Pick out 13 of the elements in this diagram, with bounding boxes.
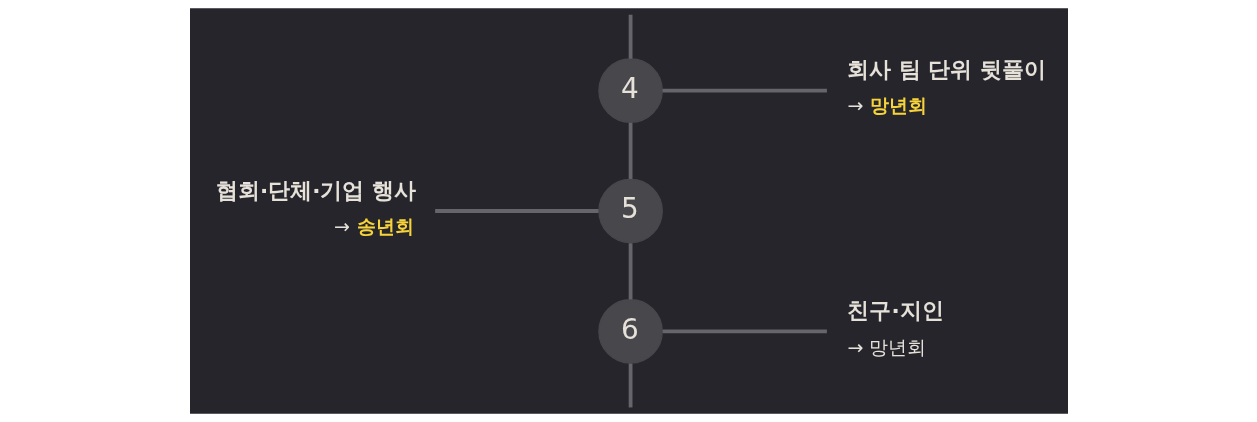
connector [662,329,827,334]
node-circle: 5 [597,178,663,244]
connector [628,14,632,59]
node-text: 협회·단체·기업 행사 → 송년회 [215,177,416,237]
node-circle: 4 [597,58,663,123]
connector [628,363,632,408]
connector [434,209,598,213]
node-text: 친구·지인 → 망년회 [846,298,944,359]
node-circle: 6 [597,299,663,364]
connector [662,88,827,93]
connector [628,243,632,300]
connector [628,122,632,179]
node-text: 회사 팀 단위 뒷풀이 → 망년회 [846,57,1046,117]
